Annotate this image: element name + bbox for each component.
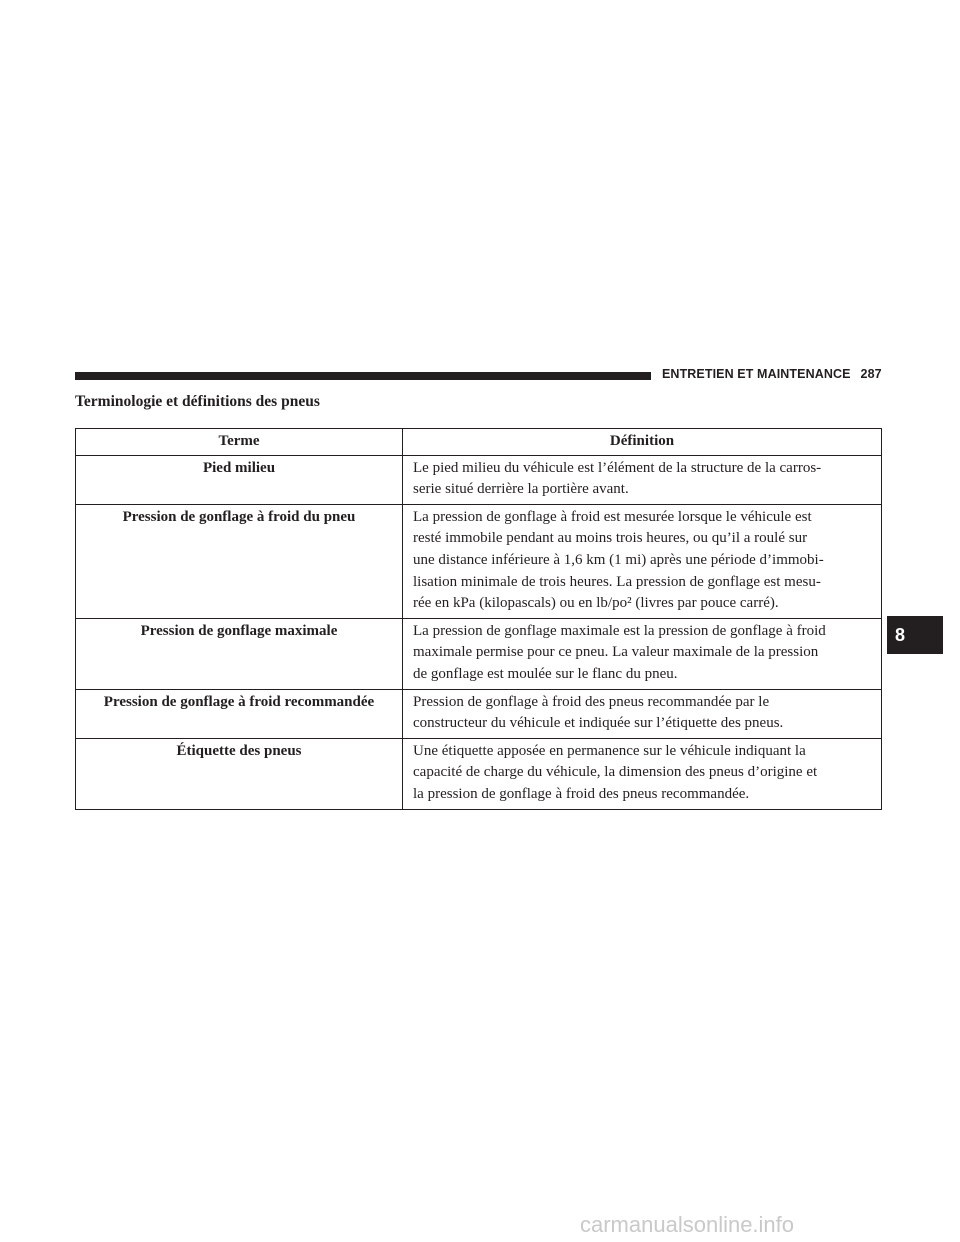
chapter-tab: 8 bbox=[887, 616, 943, 654]
definition-line: de gonflage est moulée sur le flanc du p… bbox=[413, 665, 678, 682]
definition-line: resté immobile pendant au moins trois he… bbox=[413, 530, 808, 547]
definition-line: lisation minimale de trois heures. La pr… bbox=[413, 573, 821, 590]
term-cell: Pression de gonflage à froid recommandée bbox=[75, 688, 403, 739]
definition-line: Le pied milieu du véhicule est l’élément… bbox=[413, 459, 822, 476]
term-cell: Pied milieu bbox=[75, 454, 403, 505]
definition-cell: La pression de gonflage à froid est mesu… bbox=[402, 503, 882, 619]
table-row: Pression de gonflage à froid du pneu La … bbox=[75, 503, 882, 619]
header-section-title: ENTRETIEN ET MAINTENANCE bbox=[662, 367, 851, 381]
definition-line: une distance inférieure à 1,6 km (1 mi) … bbox=[413, 551, 824, 568]
table-row: Pied milieu Le pied milieu du véhicule e… bbox=[75, 454, 882, 505]
watermark: carmanualsonline.info bbox=[580, 1212, 795, 1237]
table-row: Pression de gonflage maximale La pressio… bbox=[75, 617, 882, 690]
running-header: ENTRETIEN ET MAINTENANCE 287 bbox=[662, 367, 882, 381]
page-number: 287 bbox=[860, 367, 882, 381]
definition-cell: Une étiquette apposée en permanence sur … bbox=[402, 737, 882, 810]
definition-line: Pression de gonflage à froid des pneus r… bbox=[413, 693, 770, 710]
table-row: Pression de gonflage à froid recommandée… bbox=[75, 688, 882, 739]
header-rule bbox=[75, 372, 651, 380]
definition-line: La pression de gonflage à froid est mesu… bbox=[413, 508, 812, 525]
definition-line: Une étiquette apposée en permanence sur … bbox=[413, 742, 806, 759]
term-cell: Pression de gonflage à froid du pneu bbox=[75, 503, 403, 619]
term-cell: Pression de gonflage maximale bbox=[75, 617, 403, 690]
column-header-term: Terme bbox=[75, 428, 403, 456]
definition-cell: Le pied milieu du véhicule est l’élément… bbox=[402, 454, 882, 505]
definition-line: la pression de gonflage à froid des pneu… bbox=[413, 785, 750, 802]
section-title: Terminologie et définitions des pneus bbox=[75, 393, 320, 410]
definition-line: maximale permise pour ce pneu. La valeur… bbox=[413, 644, 819, 661]
terms-table: Terme Définition Pied milieu Le pied mil… bbox=[75, 428, 882, 810]
definition-line: capacité de charge du véhicule, la dimen… bbox=[413, 764, 818, 781]
table-header-row: Terme Définition bbox=[75, 428, 882, 456]
term-cell: Étiquette des pneus bbox=[75, 737, 403, 810]
definition-cell: La pression de gonflage maximale est la … bbox=[402, 617, 882, 690]
definition-cell: Pression de gonflage à froid des pneus r… bbox=[402, 688, 882, 739]
definition-line: rée en kPa (kilopascals) ou en lb/po² (l… bbox=[413, 595, 779, 612]
table-row: Étiquette des pneus Une étiquette apposé… bbox=[75, 737, 882, 810]
definition-line: constructeur du véhicule et indiquée sur… bbox=[413, 715, 784, 732]
column-header-definition: Définition bbox=[402, 428, 882, 456]
definition-line: La pression de gonflage maximale est la … bbox=[413, 622, 826, 639]
definition-line: serie situé derrière la portière avant. bbox=[413, 481, 629, 498]
